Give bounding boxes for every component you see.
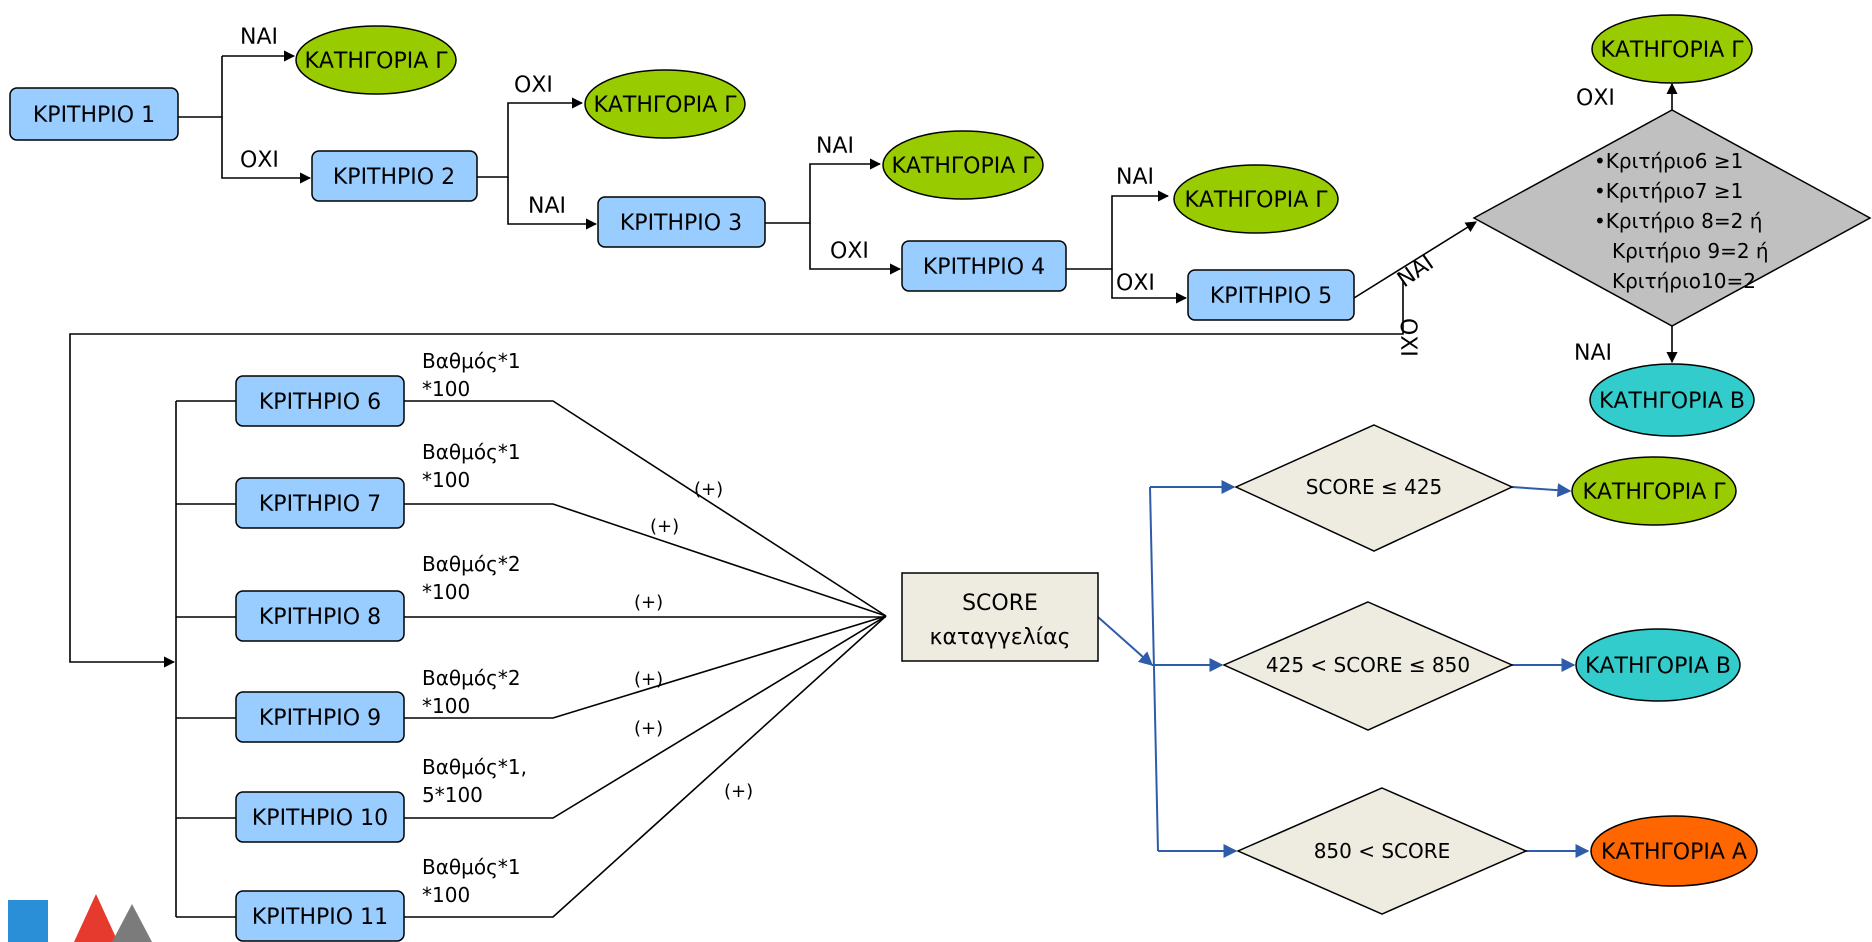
svg-text:ΝΑΙ: ΝΑΙ: [1393, 251, 1438, 293]
criterion-3-label: ΚΡΙΤΗΡΙΟ 3: [620, 211, 742, 236]
svg-text:ΟΧΙ: ΟΧΙ: [830, 239, 869, 264]
criterion-9-label: ΚΡΙΤΗΡΙΟ 9: [259, 706, 381, 731]
svg-text:Βαθμός*1: Βαθμός*1: [422, 349, 521, 373]
svg-text:ΟΧΙ: ΟΧΙ: [1395, 318, 1420, 357]
criterion-4-label: ΚΡΙΤΗΡΙΟ 4: [923, 255, 1045, 280]
svg-text:(+): (+): [634, 669, 663, 690]
svg-text:Βαθμός*2: Βαθμός*2: [422, 552, 521, 576]
criterion-3[interactable]: ΚΡΙΤΗΡΙΟ 3: [597, 196, 766, 248]
svg-text:ΝΑΙ: ΝΑΙ: [1574, 341, 1612, 366]
svg-text:5*100: 5*100: [422, 783, 483, 807]
svg-text:ΚΑΤΗΓΟΡΙΑ Γ: ΚΑΤΗΓΟΡΙΑ Γ: [1600, 38, 1744, 63]
top-connectors: [69, 50, 1678, 918]
svg-text:(+): (+): [634, 592, 663, 613]
svg-text:καταγγελίας: καταγγελίας: [929, 625, 1070, 650]
criterion-1-label: ΚΡΙΤΗΡΙΟ 1: [33, 103, 155, 128]
svg-text:SCORE: SCORE: [962, 591, 1038, 616]
svg-text:850 < SCORE: 850 < SCORE: [1314, 839, 1451, 863]
svg-text:Βαθμός*1,: Βαθμός*1,: [422, 755, 527, 779]
svg-text:ΚΑΤΗΓΟΡΙΑ Γ: ΚΑΤΗΓΟΡΙΑ Γ: [891, 154, 1035, 179]
score-routing: [1097, 480, 1590, 858]
criterion-2-label: ΚΡΙΤΗΡΙΟ 2: [333, 165, 455, 190]
svg-text:SCORE ≤ 425: SCORE ≤ 425: [1306, 475, 1443, 499]
score-connectors: [404, 400, 887, 918]
criterion-10[interactable]: ΚΡΙΤΗΡΙΟ 10: [235, 791, 405, 843]
svg-text:Κριτήριο10=2: Κριτήριο10=2: [1612, 269, 1756, 293]
svg-text:425 < SCORE ≤ 850: 425 < SCORE ≤ 850: [1266, 653, 1470, 677]
svg-text:Βαθμός*2: Βαθμός*2: [422, 666, 521, 690]
svg-text:Βαθμός*1: Βαθμός*1: [422, 440, 521, 464]
logo: [8, 894, 152, 942]
criterion-11[interactable]: ΚΡΙΤΗΡΙΟ 11: [235, 890, 405, 942]
rule-diamond: •Κριτήριο6 ≥1 •Κριτήριο7 ≥1 •Κριτήριο 8=…: [1472, 109, 1872, 327]
criterion-4[interactable]: ΚΡΙΤΗΡΙΟ 4: [901, 240, 1067, 292]
svg-text:(+): (+): [724, 781, 753, 802]
criterion-10-label: ΚΡΙΤΗΡΙΟ 10: [252, 806, 388, 831]
category-g-4: ΚΑΤΗΓΟΡΙΑ Γ: [1173, 164, 1339, 234]
criterion-5-label: ΚΡΙΤΗΡΙΟ 5: [1210, 284, 1332, 309]
plus-labels: (+) (+) (+) (+) (+) (+): [634, 479, 753, 802]
svg-text:*100: *100: [422, 883, 470, 907]
category-g-1: ΚΑΤΗΓΟΡΙΑ Γ: [295, 25, 457, 95]
svg-text:*100: *100: [422, 694, 470, 718]
svg-text:(+): (+): [694, 479, 723, 500]
svg-text:ΝΑΙ: ΝΑΙ: [816, 134, 854, 159]
svg-text:ΚΑΤΗΓΟΡΙΑ Γ: ΚΑΤΗΓΟΡΙΑ Γ: [1582, 480, 1726, 505]
criterion-7-label: ΚΡΙΤΗΡΙΟ 7: [259, 492, 381, 517]
category-a: ΚΑΤΗΓΟΡΙΑ Α: [1590, 815, 1758, 887]
svg-text:ΚΑΤΗΓΟΡΙΑ Γ: ΚΑΤΗΓΟΡΙΑ Γ: [304, 49, 448, 74]
svg-text:ΟΧΙ: ΟΧΙ: [1576, 86, 1615, 111]
svg-text:ΚΑΤΗΓΟΡΙΑ Γ: ΚΑΤΗΓΟΡΙΑ Γ: [593, 93, 737, 118]
svg-text:•Κριτήριο6 ≥1: •Κριτήριο6 ≥1: [1594, 149, 1743, 173]
category-b-1: ΚΑΤΗΓΟΡΙΑ Β: [1589, 363, 1755, 437]
svg-text:ΝΑΙ: ΝΑΙ: [1116, 165, 1154, 190]
criterion-11-label: ΚΡΙΤΗΡΙΟ 11: [252, 905, 388, 930]
svg-text:•Κριτήριο7 ≥1: •Κριτήριο7 ≥1: [1594, 179, 1743, 203]
svg-text:Βαθμός*1: Βαθμός*1: [422, 855, 521, 879]
svg-text:*100: *100: [422, 580, 470, 604]
criterion-8-label: ΚΡΙΤΗΡΙΟ 8: [259, 605, 381, 630]
category-g-6: ΚΑΤΗΓΟΡΙΑ Γ: [1571, 456, 1737, 526]
svg-text:ΚΑΤΗΓΟΡΙΑ Γ: ΚΑΤΗΓΟΡΙΑ Γ: [1184, 188, 1328, 213]
svg-text:Κριτήριο 9=2 ή: Κριτήριο 9=2 ή: [1612, 239, 1769, 263]
weight-labels: Βαθμός*1 *100 Βαθμός*1 *100 Βαθμός*2 *10…: [422, 349, 527, 907]
criterion-8[interactable]: ΚΡΙΤΗΡΙΟ 8: [235, 590, 405, 642]
criterion-9[interactable]: ΚΡΙΤΗΡΙΟ 9: [235, 691, 405, 743]
threshold-mid: 425 < SCORE ≤ 850: [1222, 601, 1514, 731]
svg-text:(+): (+): [650, 516, 679, 537]
criterion-2[interactable]: ΚΡΙΤΗΡΙΟ 2: [311, 150, 478, 202]
svg-text:ΟΧΙ: ΟΧΙ: [514, 73, 553, 98]
criterion-6[interactable]: ΚΡΙΤΗΡΙΟ 6: [235, 375, 405, 427]
svg-text:ΟΧΙ: ΟΧΙ: [1116, 271, 1155, 296]
svg-text:•Κριτήριο 8=2 ή: •Κριτήριο 8=2 ή: [1594, 209, 1762, 233]
svg-text:ΝΑΙ: ΝΑΙ: [528, 194, 566, 219]
svg-text:(+): (+): [634, 718, 663, 739]
category-g-5: ΚΑΤΗΓΟΡΙΑ Γ: [1591, 14, 1753, 84]
score-box: SCORE καταγγελίας: [901, 572, 1099, 662]
category-g-2: ΚΑΤΗΓΟΡΙΑ Γ: [584, 69, 746, 139]
criterion-1[interactable]: ΚΡΙΤΗΡΙΟ 1: [9, 87, 179, 141]
category-g-3: ΚΑΤΗΓΟΡΙΑ Γ: [882, 130, 1044, 200]
category-b-2: ΚΑΤΗΓΟΡΙΑ Β: [1575, 628, 1741, 702]
svg-text:ΚΑΤΗΓΟΡΙΑ Α: ΚΑΤΗΓΟΡΙΑ Α: [1601, 840, 1747, 865]
svg-text:ΚΑΤΗΓΟΡΙΑ Β: ΚΑΤΗΓΟΡΙΑ Β: [1585, 654, 1731, 679]
svg-text:ΚΑΤΗΓΟΡΙΑ Β: ΚΑΤΗΓΟΡΙΑ Β: [1599, 389, 1745, 414]
criterion-7[interactable]: ΚΡΙΤΗΡΙΟ 7: [235, 477, 405, 529]
threshold-high: 850 < SCORE: [1236, 787, 1528, 915]
svg-text:*100: *100: [422, 377, 470, 401]
criterion-5[interactable]: ΚΡΙΤΗΡΙΟ 5: [1187, 269, 1355, 321]
svg-text:ΟΧΙ: ΟΧΙ: [240, 148, 279, 173]
criterion-6-label: ΚΡΙΤΗΡΙΟ 6: [259, 390, 381, 415]
svg-text:*100: *100: [422, 468, 470, 492]
svg-text:ΝΑΙ: ΝΑΙ: [240, 25, 278, 50]
threshold-low: SCORE ≤ 425: [1234, 424, 1514, 552]
